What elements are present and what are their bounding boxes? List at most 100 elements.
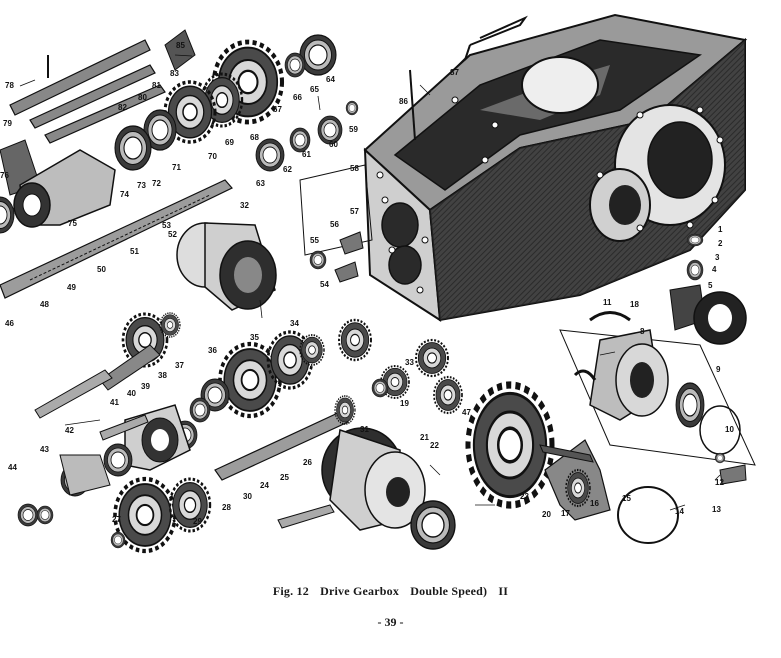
- callout-23: 23: [520, 492, 529, 501]
- callout-64: 64: [326, 75, 335, 84]
- callout-52: 52: [168, 230, 177, 239]
- callout-27: 27: [112, 515, 121, 524]
- callout-13: 13: [712, 505, 721, 514]
- callout-14: 14: [675, 507, 684, 516]
- callout-26: 26: [303, 458, 312, 467]
- callout-25: 25: [280, 473, 289, 482]
- callout-10: 10: [725, 425, 734, 434]
- callout-76: 76: [0, 171, 9, 180]
- callout-80: 80: [138, 93, 147, 102]
- callout-75: 75: [68, 219, 77, 228]
- callout-41: 41: [110, 398, 119, 407]
- right-cover-assembly: [559, 311, 756, 466]
- callout-55: 55: [310, 236, 319, 245]
- callout-31: 31: [360, 425, 369, 434]
- callout-36: 36: [208, 346, 217, 355]
- callout-4: 4: [712, 265, 717, 274]
- figure-suffix: II: [498, 584, 509, 598]
- callout-48: 48: [40, 300, 49, 309]
- callout-37: 37: [175, 361, 184, 370]
- callout-1: 1: [718, 225, 723, 234]
- callout-68: 68: [250, 133, 259, 142]
- callout-59: 59: [349, 125, 358, 134]
- callout-46: 46: [5, 319, 14, 328]
- figure-subtitle: Double Speed): [410, 584, 488, 598]
- callout-83: 83: [170, 69, 179, 78]
- callout-19: 19: [400, 399, 409, 408]
- callout-81: 81: [152, 81, 161, 90]
- callout-labels: 1234589101112131415161718192021222324252…: [0, 41, 734, 526]
- upper-gear-cluster: [114, 34, 359, 172]
- callout-28: 28: [222, 503, 231, 512]
- figure-title: Drive Gearbox: [320, 584, 400, 598]
- callout-35: 35: [250, 333, 259, 342]
- callout-54: 54: [320, 280, 329, 289]
- callout-2: 2: [718, 239, 723, 248]
- callout-82: 82: [118, 103, 127, 112]
- callout-53: 53: [162, 221, 171, 230]
- callout-73: 73: [137, 181, 146, 190]
- callout-17: 17: [561, 509, 570, 518]
- callout-8: 8: [640, 327, 645, 336]
- gearbox-housing: [363, 13, 748, 322]
- exploded-gearbox-diagram: 1234589101112131415161718192021222324252…: [0, 13, 756, 575]
- differential: [321, 385, 679, 550]
- callout-43: 43: [40, 445, 49, 454]
- callout-87: 87: [450, 68, 459, 77]
- page-number: - 39 -: [377, 615, 404, 629]
- callout-5: 5: [708, 281, 713, 290]
- callout-22: 22: [430, 441, 439, 450]
- callout-18: 18: [630, 300, 639, 309]
- callout-9: 9: [716, 365, 721, 374]
- callout-57: 57: [350, 207, 359, 216]
- output-shaft: [214, 395, 356, 481]
- callout-3: 3: [715, 253, 720, 262]
- callout-63: 63: [256, 179, 265, 188]
- front-small-parts: [299, 69, 416, 283]
- callout-15: 15: [622, 494, 631, 503]
- callout-61: 61: [302, 150, 311, 159]
- callout-47: 47: [462, 408, 471, 417]
- callout-11: 11: [603, 298, 612, 307]
- callout-66: 66: [293, 93, 302, 102]
- callout-21: 21: [420, 433, 429, 442]
- callout-79: 79: [3, 119, 12, 128]
- callout-69: 69: [225, 138, 234, 147]
- callout-38: 38: [158, 371, 167, 380]
- leader-lines: [19, 54, 721, 511]
- lower-left-assembly: [17, 404, 335, 551]
- callout-71: 71: [172, 163, 181, 172]
- callout-65: 65: [310, 85, 319, 94]
- callout-72: 72: [152, 179, 161, 188]
- callout-24: 24: [260, 481, 269, 490]
- callout-29: 29: [193, 517, 202, 526]
- callout-67: 67: [273, 105, 282, 114]
- callout-62: 62: [283, 165, 292, 174]
- callout-16: 16: [590, 499, 599, 508]
- callout-74: 74: [120, 190, 129, 199]
- callout-32: 32: [240, 201, 249, 210]
- callout-60: 60: [329, 140, 338, 149]
- figure-number: Fig. 12: [272, 584, 309, 598]
- callout-30: 30: [243, 492, 252, 501]
- callout-49: 49: [67, 283, 76, 292]
- shift-rods: [0, 29, 196, 196]
- callout-50: 50: [97, 265, 106, 274]
- callout-56: 56: [330, 220, 339, 229]
- clutch-drum: [176, 222, 277, 311]
- callout-44: 44: [8, 463, 17, 472]
- figure-caption: Fig. 12 Drive Gearbox Double Speed) II: [0, 584, 781, 599]
- callout-86: 86: [399, 97, 408, 106]
- long-shaft: [0, 179, 233, 299]
- main-sleeve: [0, 149, 116, 234]
- callout-58: 58: [350, 164, 359, 173]
- callout-42: 42: [65, 426, 74, 435]
- right-small-parts: [669, 233, 747, 485]
- callout-85: 85: [176, 41, 185, 50]
- callout-33: 33: [405, 358, 414, 367]
- callout-34: 34: [290, 319, 299, 328]
- callout-20: 20: [542, 510, 551, 519]
- callout-51: 51: [130, 247, 139, 256]
- middle-gear-train: [34, 312, 325, 450]
- callout-40: 40: [127, 389, 136, 398]
